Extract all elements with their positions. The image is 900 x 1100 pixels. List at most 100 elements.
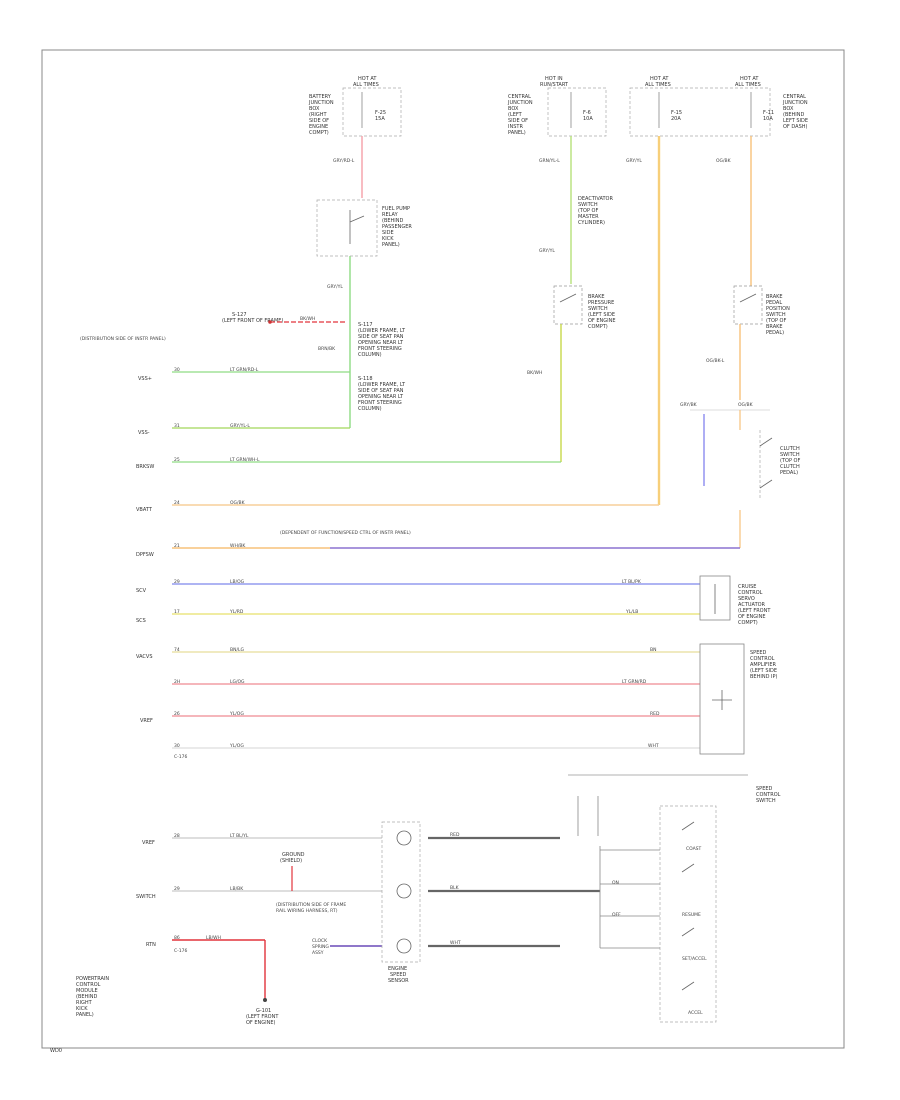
fuse-box-2-desc-5: INSTR xyxy=(508,124,523,130)
module-0: POWERTRAIN xyxy=(76,976,109,982)
sig-pin-9: 26 xyxy=(174,711,180,717)
ground-1: (LEFT FRONT xyxy=(246,1014,279,1020)
deact-switch-4: CYLINDER) xyxy=(578,220,605,226)
wire-label-switch2-in: GRY/YL xyxy=(539,248,555,254)
fuse-box-1-line-2: ALL TIMES xyxy=(353,82,379,88)
fuse-box-1-amp: 15A xyxy=(375,116,385,122)
sig-wire-9: YL/OG xyxy=(229,711,244,717)
switch-grid-2: COAST xyxy=(686,846,702,852)
right-code-0: LT BL/PK xyxy=(622,579,642,585)
cruise-switch-2: (TOP OF xyxy=(780,458,800,464)
sig-name-1: VSS- xyxy=(138,430,150,436)
relay-box xyxy=(316,199,378,257)
bottom-section: VREF 28 LT BL/YL SWITCH 29 LB/BK GROUND … xyxy=(76,786,781,1026)
ctrl-switch-1: CONTROL xyxy=(756,792,781,798)
switch-grid-3: RESUME xyxy=(682,912,701,918)
bottom-label-0: RED xyxy=(450,832,460,838)
sig-wire-10: YL/OG xyxy=(229,743,244,749)
wire-label-fb2-out: GRN/YL-L xyxy=(539,158,560,164)
sig-pin-7: 74 xyxy=(174,647,180,653)
splice-top-3: OPENING NEAR LT xyxy=(358,340,404,346)
fuse-box-2-desc-6: PANEL) xyxy=(508,130,526,136)
deact-switch-2: (TOP OF xyxy=(578,208,598,214)
deact-switch-0: DEACTIVATOR xyxy=(578,196,613,202)
deact-switch-3: MASTER xyxy=(578,214,599,220)
fuse-box-4-desc-3: (BEHIND xyxy=(783,112,805,118)
switch-brake-5: COMPT) xyxy=(588,324,608,330)
sig-name-13: RTN xyxy=(146,942,156,948)
servo-3: (LEFT SIDE xyxy=(750,668,777,674)
fuse-box-1-desc-2: BOX xyxy=(309,106,320,112)
mod-note-0: (DISTRIBUTION SIDE OF FRAME xyxy=(276,902,346,908)
sig-wire-7: BN/LG xyxy=(230,647,244,653)
wire-label-relay-out: GRY/YL xyxy=(327,284,343,290)
fuse-box-1-fuse: F-25 xyxy=(375,110,386,116)
module-2: MODULE xyxy=(76,988,98,994)
sig-pin-5: 29 xyxy=(174,579,180,585)
fuse-box-1-desc-6: COMPT) xyxy=(309,130,329,136)
fuse-box-2-fuse: F-6 xyxy=(583,110,591,116)
sig-name-3: VBATT xyxy=(136,507,153,513)
sig-wire-11: LT BL/YL xyxy=(230,833,249,839)
splice-top-1: (LOWER FRAME, LT xyxy=(358,328,406,334)
sig-name-12: SWITCH xyxy=(136,894,156,900)
speed-amp-box-2 xyxy=(699,643,745,755)
sig-wire-13: LB/WH xyxy=(206,935,221,941)
fuse-box-4-desc-4: LEFT SIDE xyxy=(783,118,808,124)
footer-code: WD0 xyxy=(50,1048,62,1054)
actuator-6: COMPT) xyxy=(738,620,758,626)
clockspring-box xyxy=(381,821,421,963)
switch-grid-5: ACCEL xyxy=(688,1010,703,1016)
wire-label-fb4-out: OG/BK xyxy=(716,158,732,164)
sig-pin-4: 21 xyxy=(174,543,180,549)
sig-sub-13: C-176 xyxy=(174,948,187,954)
servo-1: CONTROL xyxy=(750,656,775,662)
fuse-box-3-fuse: F-15 xyxy=(671,110,682,116)
fuse-box-2-line-1: HOT IN xyxy=(545,76,563,82)
fuse-box-3: HOT AT ALL TIMES F-15 20A xyxy=(629,76,771,137)
sig-pin-10: 30 xyxy=(174,743,180,749)
sig-pin-1: 31 xyxy=(174,423,180,429)
fuse-box-2-desc-2: BOX xyxy=(508,106,519,112)
actuator-2: SERVO xyxy=(738,596,755,602)
ctrl-switch-2: SWITCH xyxy=(756,798,776,804)
splice-bot-2: SIDE OF SEAT PAN xyxy=(358,388,404,394)
sig-wire-6: YL/RD xyxy=(229,609,244,615)
ground-0: G-101 xyxy=(256,1008,271,1014)
switch-pedal-6: PEDAL) xyxy=(766,330,784,336)
fuse-box-2-desc-3: (LEFT xyxy=(508,112,523,118)
signal-rows: VSS+ 30 LT GRN/RD-L VSS- 31 GRY/YL-L BRK… xyxy=(136,367,740,760)
brake-pressure-switch xyxy=(553,285,583,325)
fuse-box-2-desc-0: CENTRAL xyxy=(508,94,531,100)
cruise-switch-1: SWITCH xyxy=(780,452,800,458)
fuse-box-1-line-1: HOT AT xyxy=(358,76,377,82)
fuse-box-4-line-2: ALL TIMES xyxy=(735,82,761,88)
relay-label-4: SIDE xyxy=(382,230,394,236)
switch-pedal-1: PEDAL xyxy=(766,300,782,306)
wire-label-pwr-relay: BK/WH xyxy=(300,316,315,322)
fuse-box-1-desc-3: (RIGHT xyxy=(309,112,328,118)
sig-wire-12: LB/BK xyxy=(230,886,244,892)
switch-brake-3: (LEFT SIDE xyxy=(588,312,615,318)
cruise-switch-4: PEDAL) xyxy=(780,470,798,476)
sig-sub-10: C-176 xyxy=(174,754,187,760)
switch-brake-4: OF ENGINE xyxy=(588,318,616,324)
sig-wire-8: LG/OG xyxy=(230,679,245,685)
sig-name-7: VACVS xyxy=(136,654,153,660)
splice-top-4: FRONT STEERING xyxy=(358,346,402,352)
splice-top-0: S-117 xyxy=(358,322,373,328)
sig-name-9: VREF xyxy=(140,718,153,724)
fuse-box-1-desc-1: JUNCTION xyxy=(308,100,334,106)
fuse-box-2-desc-4: SIDE OF xyxy=(508,118,528,124)
ctrl-switch-0: SPEED xyxy=(756,786,773,792)
sig-wire-2: LT GRN/WH-L xyxy=(230,457,260,463)
cs-label-2: ASSY xyxy=(312,950,324,956)
fuse-box-2-line-2: RUN/START xyxy=(540,82,569,88)
switch-pedal-4: (TOP OF xyxy=(766,318,786,324)
harness-note-top: (DEPENDENT OF FUNCTION/SPEED CTRL OF INS… xyxy=(280,530,411,536)
gnd-label-0: GROUND xyxy=(282,852,305,858)
mod-note-1: RAIL WIRING HARNESS, RT) xyxy=(276,908,338,914)
cruise-switch-3: CLUTCH xyxy=(780,464,800,470)
wire-label-lamp-out: OG/BK xyxy=(738,402,754,408)
